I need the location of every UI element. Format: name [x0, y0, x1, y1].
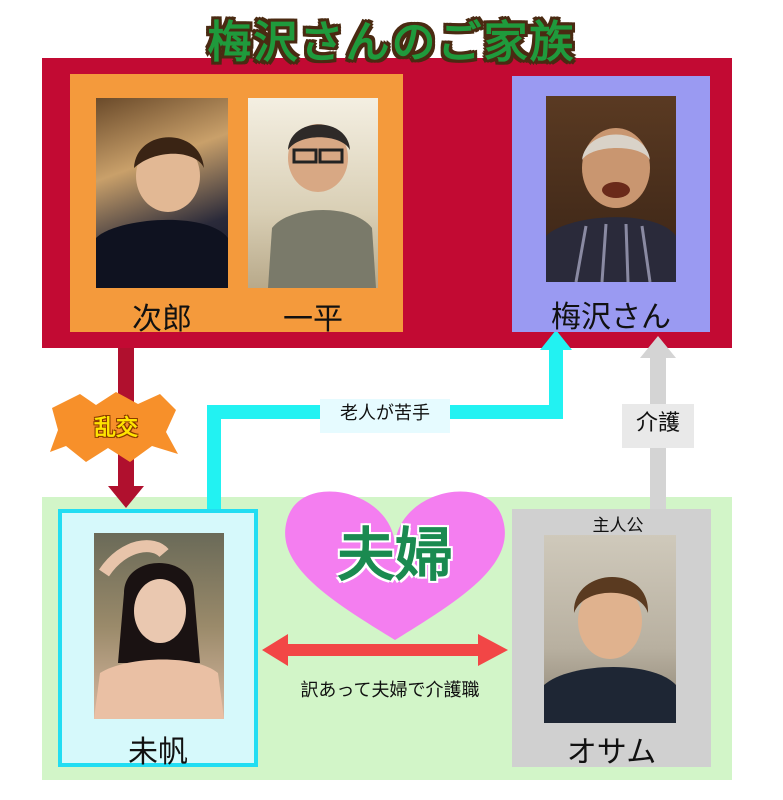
couple-relation-label: 訳あって夫婦で介護職: [300, 680, 480, 701]
page-title: 梅沢さんのご家族: [207, 17, 576, 68]
couple-arrow-head-right: [478, 634, 508, 666]
jiro-name: 次郎: [132, 302, 192, 337]
couple-arrow-shaft: [284, 644, 480, 656]
couple-arrow-head-left: [262, 634, 288, 666]
person-photo-icon: [94, 540, 224, 719]
couple-heart: [285, 491, 505, 640]
rojin-label: 老人が苦手: [320, 399, 450, 433]
umezawa-name: 梅沢さん: [551, 300, 671, 335]
umezawa-card: 梅沢さん: [512, 76, 710, 335]
miho-photo: [94, 533, 224, 719]
umezawa-photo: [546, 96, 676, 282]
rojin-arrow-head: [540, 330, 572, 350]
ippei-name: 一平: [283, 302, 343, 337]
person-photo-icon: [546, 128, 676, 282]
jiro-photo: [96, 98, 228, 288]
rankou-label: 乱交: [93, 416, 138, 441]
miho-card: 未帆: [58, 509, 258, 770]
osamu-photo: [544, 535, 676, 723]
person-photo-icon: [544, 576, 676, 723]
rankou-starburst: [50, 392, 178, 462]
brothers-card: 次郎 一平: [70, 74, 403, 337]
couple-heart-label: 夫婦: [336, 521, 453, 589]
kaigo-arrow-head: [640, 336, 676, 358]
osamu-card: オサム: [512, 509, 711, 770]
kaigo-label: 介護: [622, 404, 694, 448]
ippei-photo: [248, 98, 378, 288]
osamu-name: オサム: [566, 735, 657, 770]
rankou-arrow-head: [108, 486, 144, 508]
person-photo-icon: [96, 137, 228, 288]
protagonist-label: 主人公: [592, 516, 644, 536]
miho-name: 未帆: [128, 735, 188, 770]
person-photo-icon: [268, 124, 376, 288]
